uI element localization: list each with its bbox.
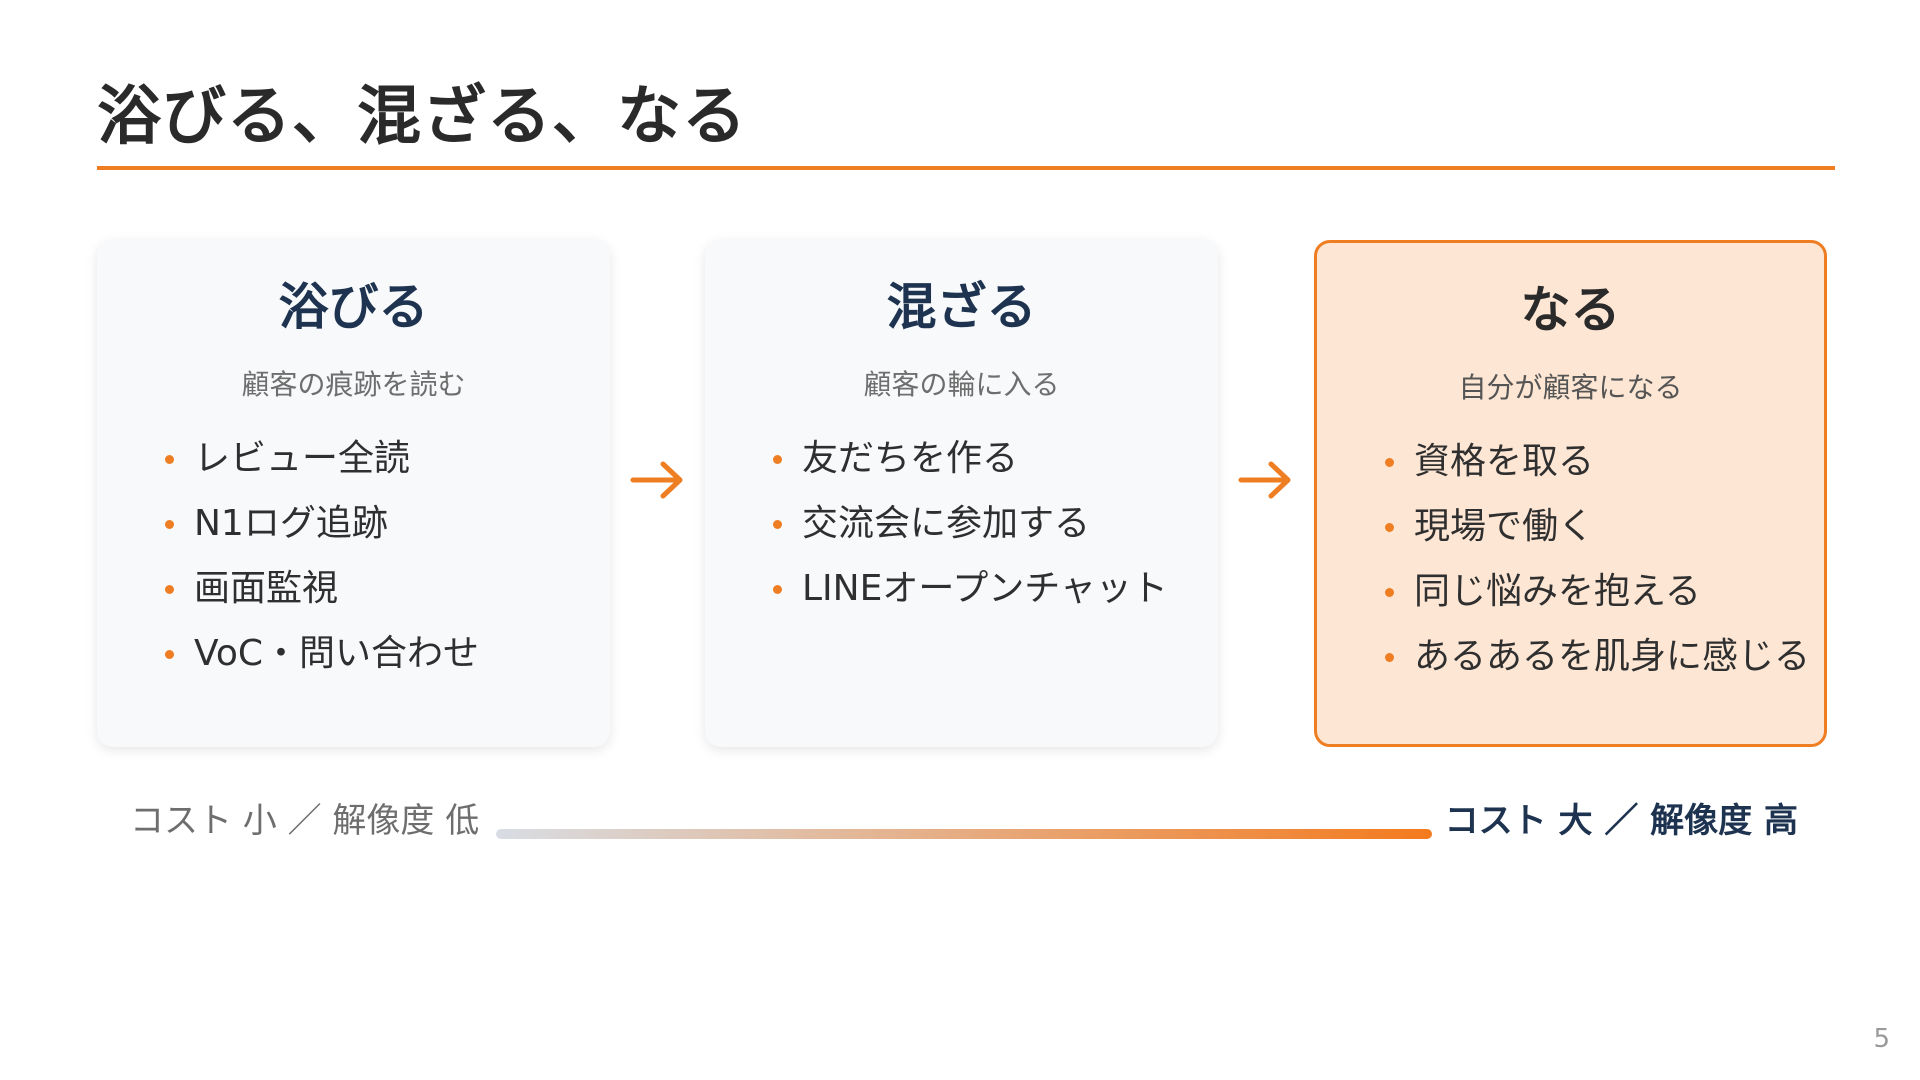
slide-title: 浴びる、混ざる、なる: [97, 80, 747, 154]
card-mazaru: 混ざる 顧客の輪に入る 友だちを作る 交流会に参加する LINEオープンチャット: [705, 240, 1218, 747]
bullet-item: 現場で働く: [1385, 494, 1824, 559]
bullet-item: あるあるを肌身に感じる: [1385, 624, 1824, 689]
bullet-list: 友だちを作る 交流会に参加する LINEオープンチャット: [705, 426, 1218, 621]
card-subtitle: 自分が顧客になる: [1458, 371, 1683, 404]
bullet-list: レビュー全読 N1ログ追跡 画面監視 VoC・問い合わせ: [97, 426, 610, 686]
arrow-right-icon: [630, 461, 683, 499]
bullet-item: 画面監視: [165, 556, 610, 621]
card-title: 混ざる: [886, 278, 1037, 336]
card-title: なる: [1520, 281, 1621, 339]
card-subtitle: 顧客の輪に入る: [863, 368, 1060, 401]
bullet-item: 資格を取る: [1385, 429, 1824, 494]
page-number: 5: [1873, 1024, 1890, 1054]
arrow-right-icon: [1238, 461, 1291, 499]
bullet-item: LINEオープンチャット: [773, 556, 1218, 621]
scale-high-label: コスト 大 ／ 解像度 高: [1444, 801, 1798, 841]
scale-low-label: コスト 小 ／ 解像度 低: [130, 801, 480, 841]
card-subtitle: 顧客の痕跡を読む: [241, 368, 466, 401]
bullet-list: 資格を取る 現場で働く 同じ悩みを抱える あるあるを肌身に感じる: [1317, 429, 1824, 689]
card-naru: なる 自分が顧客になる 資格を取る 現場で働く 同じ悩みを抱える あるあるを肌身…: [1314, 240, 1827, 747]
bullet-item: VoC・問い合わせ: [165, 621, 610, 686]
bullet-item: N1ログ追跡: [165, 491, 610, 556]
bullet-item: 交流会に参加する: [773, 491, 1218, 556]
bullet-item: 同じ悩みを抱える: [1385, 559, 1824, 624]
card-title: 浴びる: [278, 278, 429, 336]
cost-resolution-gradient-bar: [496, 829, 1432, 839]
card-abiru: 浴びる 顧客の痕跡を読む レビュー全読 N1ログ追跡 画面監視 VoC・問い合わ…: [97, 240, 610, 747]
title-divider: [97, 166, 1835, 170]
bullet-item: レビュー全読: [165, 426, 610, 491]
bullet-item: 友だちを作る: [773, 426, 1218, 491]
